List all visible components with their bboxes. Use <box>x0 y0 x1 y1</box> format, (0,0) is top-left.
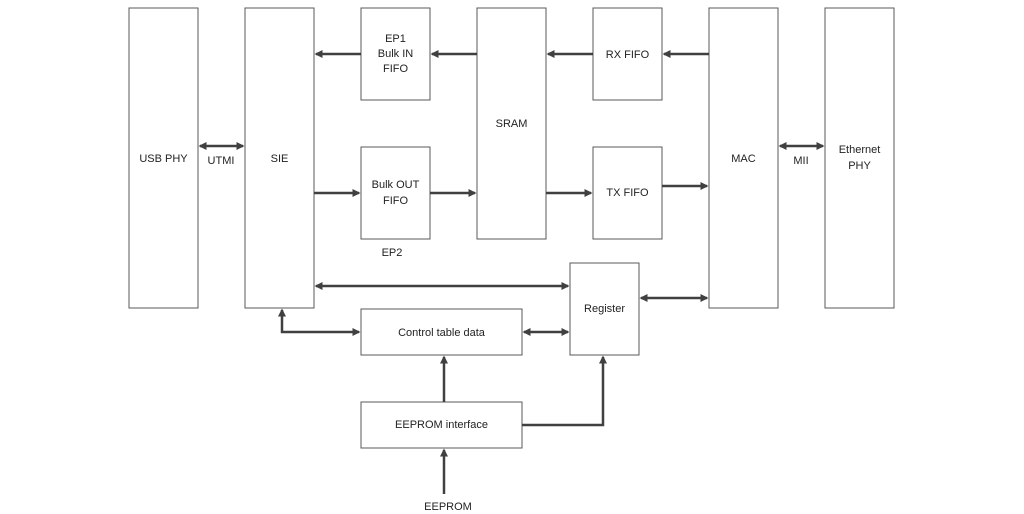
mii-label: MII <box>793 155 808 167</box>
rx-fifo-block: RX FIFO <box>592 7 663 101</box>
ethernet-phy-line-1: Ethernet <box>839 144 881 156</box>
tx-fifo-label: TX FIFO <box>606 187 649 199</box>
utmi-label: UTMI <box>208 155 235 167</box>
control-table-to-sie-arrow <box>278 308 361 336</box>
eeprom-interface-to-register-arrow <box>522 355 607 427</box>
control-table-data-label: Control table data <box>398 327 486 339</box>
ep1-bulk-in-fifo-block: EP1 Bulk IN FIFO <box>360 7 431 101</box>
sram-label: SRAM <box>496 118 528 130</box>
register-block: Register <box>569 262 640 356</box>
ethernet-phy-line-2: PHY <box>848 160 871 172</box>
bulk-out-fifo-line-2: FIFO <box>383 195 408 207</box>
bulk-out-fifo-line-1: Bulk OUT <box>372 179 420 191</box>
eeprom-label: EEPROM <box>424 501 472 513</box>
usb-phy-label: USB PHY <box>139 153 188 165</box>
eeprom-interface-label: EEPROM interface <box>395 419 488 431</box>
ethernet-phy-block: Ethernet PHY <box>824 7 895 309</box>
usb-phy-block: USB PHY <box>128 7 199 309</box>
bulk-out-fifo-block: Bulk OUT FIFO <box>360 146 431 240</box>
rx-fifo-label: RX FIFO <box>606 49 650 61</box>
tx-fifo-block: TX FIFO <box>592 146 663 240</box>
sie-label: SIE <box>271 153 289 165</box>
sram-block: SRAM <box>476 7 547 240</box>
sie-block: SIE <box>244 7 315 309</box>
mac-block: MAC <box>708 7 779 309</box>
ep1-fifo-line-2: Bulk IN <box>378 48 414 60</box>
ep2-label: EP2 <box>382 247 403 259</box>
ep1-fifo-line-1: EP1 <box>385 33 406 45</box>
register-label: Register <box>584 303 625 315</box>
mac-label: MAC <box>731 153 756 165</box>
control-table-data-block: Control table data <box>360 308 523 356</box>
eeprom-interface-block: EEPROM interface <box>360 401 523 449</box>
ep1-fifo-line-3: FIFO <box>383 63 408 75</box>
